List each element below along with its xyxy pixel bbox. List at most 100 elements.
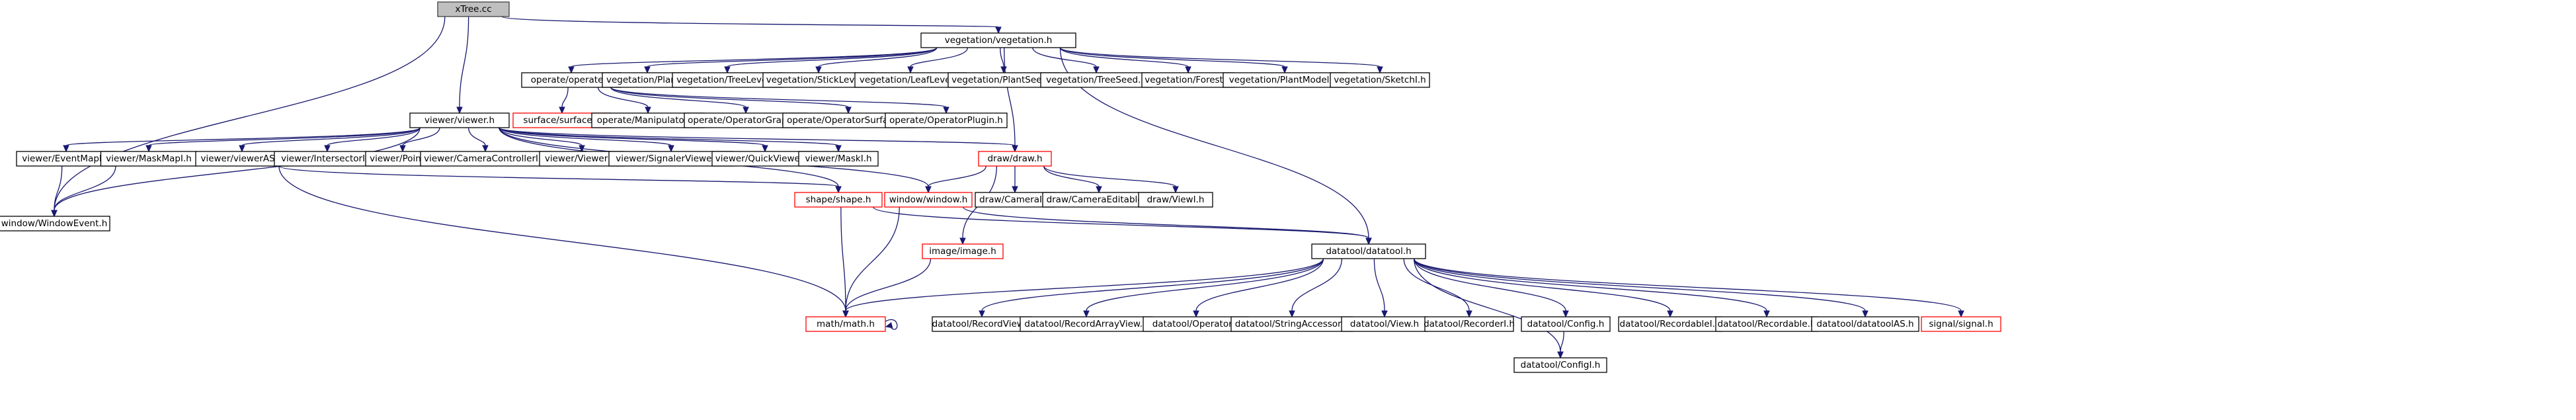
node-label: datatool/datatoolAS.h — [1816, 319, 1913, 329]
node-xtree-cc: xTree.cc — [437, 1, 510, 17]
node-draw-camerai-h[interactable]: draw/CameraI.h — [975, 192, 1055, 208]
node-datatool-recordablei-h[interactable]: datatool/RecordableI.h — [1618, 316, 1722, 332]
node-viewer-cameracontrolleri-h[interactable]: viewer/CameraControllerI.h — [420, 151, 551, 167]
node-window-window-h[interactable]: window/window.h — [884, 192, 973, 208]
node-datatool-recordarrayview-h[interactable]: datatool/RecordArrayView.h — [1020, 316, 1153, 332]
edge-shape-to-datatool — [873, 206, 1372, 245]
edge-arrowhead — [925, 186, 932, 194]
node-operate-operate-h[interactable]: operate/operate.h — [521, 72, 622, 88]
edge-line — [327, 127, 421, 146]
node-label: vegetation/TreeSeed.h — [1046, 75, 1147, 85]
edge-window-to-math — [842, 206, 900, 318]
edge-line — [459, 16, 469, 108]
edge-line — [1403, 258, 1470, 312]
node-datatool-configi-h[interactable]: datatool/ConfigI.h — [1513, 357, 1607, 373]
edge-arrowhead — [1093, 66, 1100, 74]
node-label: datatool/datatool.h — [1326, 246, 1411, 257]
edge-line — [1291, 258, 1343, 312]
edge-veg-to-veg_treeseed — [1032, 47, 1100, 74]
node-datatool-config-h[interactable]: datatool/Config.h — [1521, 316, 1611, 332]
node-label: datatool/RecordArrayView.h — [1024, 319, 1148, 329]
edge-line — [1413, 258, 1561, 353]
node-vegetation-treelevel-h[interactable]: vegetation/TreeLevel.h — [672, 72, 783, 88]
edge-datatool-to-dt_config — [1413, 258, 1569, 318]
node-datatool-stringaccessor-h[interactable]: datatool/StringAccessor.h — [1230, 316, 1353, 332]
node-vegetation-vegetation-h[interactable]: vegetation/vegetation.h — [920, 32, 1076, 48]
edge-line — [610, 87, 947, 108]
edge-arrowhead — [645, 106, 651, 114]
edge-arrowhead — [456, 106, 463, 114]
node-image-image-h[interactable]: image/image.h — [922, 243, 1004, 259]
node-label: vegetation/StickLevel.h — [766, 75, 871, 85]
node-viewer-quickvieweri-h[interactable]: viewer/QuickViewerI.h — [711, 151, 819, 167]
edge-arrowhead — [399, 145, 406, 153]
edge-datatool-to-dt_recorder — [1403, 258, 1472, 318]
edge-line — [1414, 258, 1866, 312]
node-vegetation-plantseed-h[interactable]: vegetation/PlantSeed.h — [947, 72, 1060, 88]
node-label: window/window.h — [889, 194, 968, 205]
node-draw-viewi-h[interactable]: draw/ViewI.h — [1138, 192, 1213, 208]
node-datatool-operator-h[interactable]: datatool/Operator.h — [1143, 316, 1250, 332]
edge-arrowhead — [1012, 186, 1018, 194]
edge-arrowhead — [1862, 310, 1869, 318]
edge-veg-to-veg_plantseed — [1000, 47, 1007, 74]
node-vegetation-plantmodeli-h[interactable]: vegetation/PlantModelI.h — [1223, 72, 1347, 88]
node-operate-operatorsurfacei-h[interactable]: operate/OperatorSurfaceI.h — [782, 112, 914, 128]
edge-arrowhead — [885, 322, 893, 329]
edge-line — [501, 16, 999, 28]
node-operate-operatorplugin-h[interactable]: operate/OperatorPlugin.h — [885, 112, 1008, 128]
node-label: viewer/viewerAS.h — [200, 153, 283, 164]
edge-line — [610, 87, 849, 108]
node-vegetation-sticklevel-h[interactable]: vegetation/StickLevel.h — [762, 72, 875, 88]
node-datatool-recordview-h[interactable]: datatool/RecordView.h — [932, 316, 1032, 332]
edge-line — [278, 165, 839, 187]
edge-line — [1414, 258, 1671, 312]
edge-line — [1000, 47, 1004, 67]
edge-viewer-to-v_intersector — [324, 127, 421, 153]
node-viewer-viewer-h[interactable]: viewer/viewer.h — [409, 112, 510, 128]
node-datatool-recordable-h[interactable]: datatool/Recordable.h — [1715, 316, 1818, 332]
edge-arrowhead — [743, 106, 749, 114]
edge-datatool-to-dt_recordview — [979, 258, 1324, 318]
edge-line — [910, 47, 969, 67]
node-window-windowevent-h[interactable]: window/WindowEvent.h — [0, 216, 110, 231]
node-label: datatool/View.h — [1350, 319, 1419, 329]
edge-line — [1004, 47, 1016, 146]
node-viewer-signalervieweri-h[interactable]: viewer/SignalerViewerI.h — [608, 151, 734, 167]
edge-line — [468, 127, 486, 146]
edge-line — [54, 16, 446, 211]
node-box — [885, 112, 1008, 128]
node-datatool-datatool-h[interactable]: datatool/datatool.h — [1311, 243, 1426, 259]
node-datatool-view-h[interactable]: datatool/View.h — [1341, 316, 1428, 332]
edge-image-to-math — [842, 258, 932, 318]
edge-xtree-to-window_event — [51, 16, 446, 218]
edge-arrowhead — [1377, 66, 1383, 74]
node-viewer-intersectori-h[interactable]: viewer/IntersectorI.h — [274, 151, 381, 167]
node-operate-operatorgraphi-h[interactable]: operate/OperatorGraphI.h — [684, 112, 808, 128]
node-viewer-maskmapi-h[interactable]: viewer/MaskMapI.h — [100, 151, 198, 167]
edge-line — [1414, 258, 1962, 312]
node-signal-signal-h[interactable]: signal/signal.h — [1921, 316, 2001, 332]
node-surface-surface-h[interactable]: surface/surface.h — [512, 112, 612, 128]
edge-line — [1059, 47, 1381, 67]
node-label: viewer/CameraControllerI.h — [424, 153, 547, 164]
node-label: viewer/MaskI.h — [805, 153, 871, 164]
node-label: surface/surface.h — [523, 115, 600, 126]
node-datatool-recorderi-h[interactable]: datatool/RecorderI.h — [1424, 316, 1515, 332]
node-draw-draw-h[interactable]: draw/draw.h — [978, 151, 1052, 167]
node-datatool-datatoolas-h[interactable]: datatool/datatoolAS.h — [1811, 316, 1919, 332]
edge-line — [873, 206, 1369, 239]
node-vegetation-sketchi-h[interactable]: vegetation/SketchI.h — [1330, 72, 1430, 88]
edge-arrowhead — [1365, 237, 1372, 245]
node-shape-shape-h[interactable]: shape/shape.h — [794, 192, 883, 208]
node-operate-manipulatori-h[interactable]: operate/ManipulatorI.h — [591, 112, 705, 128]
node-label: datatool/StringAccessor.h — [1235, 319, 1349, 329]
node-viewer-eventmapi-h[interactable]: viewer/EventMapI.h — [16, 151, 116, 167]
node-box — [1811, 316, 1919, 332]
node-vegetation-forest-h[interactable]: vegetation/Forest.h — [1141, 72, 1235, 88]
node-vegetation-treeseed-h[interactable]: vegetation/TreeSeed.h — [1040, 72, 1152, 88]
node-viewer-maski-h[interactable]: viewer/MaskI.h — [798, 151, 879, 167]
node-vegetation-leaflevel-h[interactable]: vegetation/LeafLevel.h — [854, 72, 967, 88]
node-math-math-h[interactable]: math/math.h — [805, 316, 886, 332]
node-draw-cameraeditable-h[interactable]: draw/CameraEditable.h — [1042, 192, 1156, 208]
